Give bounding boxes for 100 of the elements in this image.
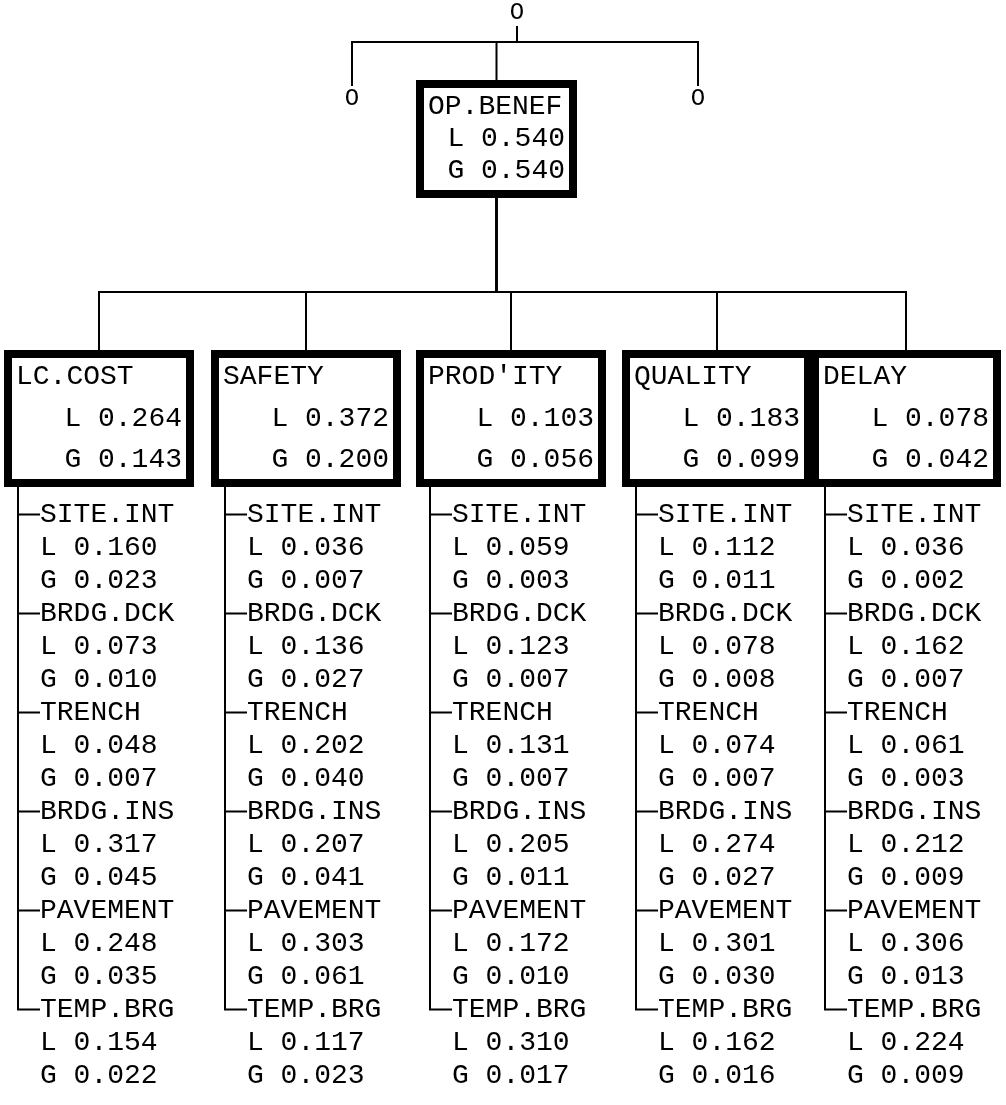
alternative-name: TRENCH bbox=[452, 696, 553, 729]
weight-value: G 0.010 bbox=[452, 960, 570, 993]
weight-value: G 0.099 bbox=[682, 445, 800, 475]
weight-value: L 0.061 bbox=[847, 729, 965, 762]
criterion-name: OP.BENEF bbox=[428, 92, 563, 122]
weight-value: L 0.112 bbox=[658, 531, 776, 564]
weight-value: G 0.017 bbox=[452, 1059, 570, 1092]
criterion-name: SAFETY bbox=[223, 362, 324, 392]
alternative-name: BRDG.INS bbox=[658, 795, 793, 828]
tree-connector bbox=[495, 197, 907, 351]
alternative-name: BRDG.DCK bbox=[847, 597, 982, 630]
alternative-name: TEMP.BRG bbox=[40, 993, 175, 1026]
weight-value: G 0.056 bbox=[476, 445, 594, 475]
weight-value: G 0.007 bbox=[658, 762, 776, 795]
weight-value: L 0.207 bbox=[247, 828, 365, 861]
weight-value: L 0.131 bbox=[452, 729, 570, 762]
alternative-name: TRENCH bbox=[40, 696, 141, 729]
weight-value: G 0.007 bbox=[452, 762, 570, 795]
alternative-name: BRDG.INS bbox=[452, 795, 587, 828]
weight-value: G 0.023 bbox=[40, 564, 158, 597]
weight-value: L 0.136 bbox=[247, 630, 365, 663]
weight-value: G 0.013 bbox=[847, 960, 965, 993]
weight-value: G 0.023 bbox=[247, 1059, 365, 1092]
weight-value: L 0.154 bbox=[40, 1026, 158, 1059]
weight-value: L 0.078 bbox=[658, 630, 776, 663]
criterion-name: QUALITY bbox=[634, 362, 752, 392]
weight-value: G 0.003 bbox=[452, 564, 570, 597]
alternative-name: TEMP.BRG bbox=[658, 993, 793, 1026]
alternative-name: BRDG.INS bbox=[247, 795, 382, 828]
alternative-name: BRDG.INS bbox=[847, 795, 982, 828]
alternative-name: BRDG.DCK bbox=[452, 597, 587, 630]
alternative-name: SITE.INT bbox=[847, 498, 982, 531]
weight-value: G 0.011 bbox=[658, 564, 776, 597]
tree-connector bbox=[516, 25, 699, 87]
weight-value: L 0.224 bbox=[847, 1026, 965, 1059]
weight-value: L 0.310 bbox=[452, 1026, 570, 1059]
weight-value: G 0.540 bbox=[447, 156, 565, 186]
alternative-name: BRDG.DCK bbox=[658, 597, 793, 630]
alternative-name: TRENCH bbox=[247, 696, 348, 729]
criterion-box bbox=[622, 350, 812, 487]
weight-value: L 0.212 bbox=[847, 828, 965, 861]
alternative-name: PAVEMENT bbox=[452, 894, 587, 927]
weight-value: G 0.009 bbox=[847, 1059, 965, 1092]
weight-value: L 0.078 bbox=[871, 403, 989, 434]
criterion-box bbox=[811, 350, 1001, 487]
weight-value: G 0.016 bbox=[658, 1059, 776, 1092]
criterion-name: LC.COST bbox=[16, 362, 134, 392]
weight-value: L 0.172 bbox=[452, 927, 570, 960]
alternative-name: TEMP.BRG bbox=[247, 993, 382, 1026]
weight-value: L 0.306 bbox=[847, 927, 965, 960]
node-label: O bbox=[690, 86, 706, 112]
weight-value: G 0.045 bbox=[40, 861, 158, 894]
weight-value: G 0.010 bbox=[40, 663, 158, 696]
weight-value: L 0.317 bbox=[40, 828, 158, 861]
weight-value: L 0.036 bbox=[847, 531, 965, 564]
weight-value: G 0.007 bbox=[247, 564, 365, 597]
weight-value: L 0.073 bbox=[40, 630, 158, 663]
weight-value: G 0.002 bbox=[847, 564, 965, 597]
alternative-name: PAVEMENT bbox=[40, 894, 175, 927]
weight-value: G 0.035 bbox=[40, 960, 158, 993]
alternative-name: TEMP.BRG bbox=[847, 993, 982, 1026]
weight-value: G 0.143 bbox=[64, 445, 182, 475]
weight-value: G 0.003 bbox=[847, 762, 965, 795]
alternative-name: PAVEMENT bbox=[658, 894, 793, 927]
weight-value: L 0.303 bbox=[247, 927, 365, 960]
weight-value: L 0.048 bbox=[40, 729, 158, 762]
weight-value: G 0.022 bbox=[40, 1059, 158, 1092]
weight-value: L 0.103 bbox=[476, 403, 594, 434]
weight-value: G 0.200 bbox=[271, 445, 389, 475]
weight-value: L 0.264 bbox=[64, 403, 182, 434]
weight-value: L 0.248 bbox=[40, 927, 158, 960]
criterion-box bbox=[416, 80, 577, 198]
weight-value: G 0.007 bbox=[40, 762, 158, 795]
weight-value: L 0.205 bbox=[452, 828, 570, 861]
alternative-name: SITE.INT bbox=[40, 498, 175, 531]
weight-value: L 0.074 bbox=[658, 729, 776, 762]
criterion-box bbox=[211, 350, 401, 487]
weight-value: L 0.183 bbox=[682, 403, 800, 434]
weight-value: G 0.027 bbox=[658, 861, 776, 894]
alternative-name: TRENCH bbox=[658, 696, 759, 729]
weight-value: L 0.059 bbox=[452, 531, 570, 564]
weight-value: L 0.202 bbox=[247, 729, 365, 762]
alternative-name: SITE.INT bbox=[247, 498, 382, 531]
weight-value: L 0.274 bbox=[658, 828, 776, 861]
weight-value: L 0.540 bbox=[447, 124, 565, 154]
criterion-name: DELAY bbox=[823, 362, 907, 392]
criterion-box bbox=[4, 350, 194, 487]
alternative-name: TEMP.BRG bbox=[452, 993, 587, 1026]
alternative-name: PAVEMENT bbox=[247, 894, 382, 927]
weight-value: L 0.123 bbox=[452, 630, 570, 663]
weight-value: G 0.041 bbox=[247, 861, 365, 894]
alternative-name: PAVEMENT bbox=[847, 894, 982, 927]
weight-value: G 0.008 bbox=[658, 663, 776, 696]
node-label: O bbox=[509, 0, 525, 26]
weight-value: L 0.160 bbox=[40, 531, 158, 564]
alternative-name: SITE.INT bbox=[658, 498, 793, 531]
weight-value: L 0.372 bbox=[271, 403, 389, 434]
alternative-name: TRENCH bbox=[847, 696, 948, 729]
alternative-name: BRDG.DCK bbox=[247, 597, 382, 630]
weight-value: G 0.027 bbox=[247, 663, 365, 696]
